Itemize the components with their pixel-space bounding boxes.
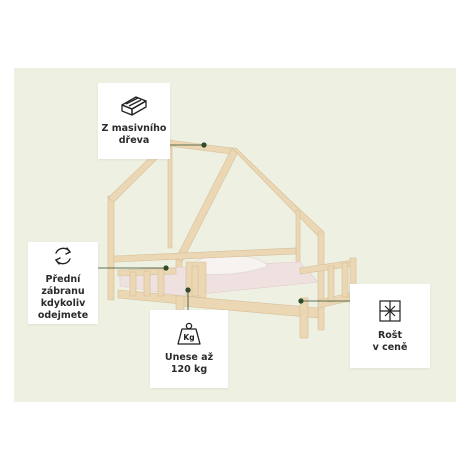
feature-card-solid-wood: Z masivního dřeva — [98, 83, 170, 159]
bed-slat — [327, 265, 335, 303]
feature-wood-line1: Z masivního — [101, 123, 167, 134]
bed-slat — [341, 262, 349, 298]
callout-dot-wood — [201, 142, 207, 148]
bed-back-center-post — [167, 139, 173, 249]
feature-wood-line2: dřeva — [118, 135, 150, 146]
bed-slat — [129, 271, 137, 297]
feature-rail-line1: Přední zábranu — [41, 274, 85, 297]
bed-roof-back-right — [231, 147, 301, 215]
bed-slat — [157, 269, 165, 297]
rotate-arrows-icon — [54, 247, 72, 265]
bed-front-leg — [299, 297, 309, 339]
feature-slats-line2: v ceně — [372, 342, 408, 353]
bed-back-top-rail — [113, 247, 297, 263]
bed-slat — [143, 270, 151, 297]
feature-weight-line1: Unese až — [164, 352, 214, 363]
callout-dot-weight — [185, 287, 191, 293]
feature-card-weight: Kg Unese až 120 kg — [150, 310, 228, 388]
slatted-base-icon — [379, 300, 401, 322]
callout-dot-rail — [163, 265, 169, 271]
bed-front-right-post — [317, 231, 325, 331]
bed-back-right-post — [295, 209, 301, 271]
feature-rail-line2: kdykoliv — [40, 298, 86, 309]
kg-icon-text: Kg — [183, 333, 194, 342]
feature-card-slatted-base: Rošt v ceně — [350, 284, 430, 368]
wood-plank-icon — [121, 96, 147, 116]
bed-roof-ridge — [167, 139, 233, 155]
feature-rail-line3: odejmete — [37, 310, 89, 321]
bed-back-left-post — [107, 195, 115, 301]
callout-dot-slats — [298, 298, 304, 304]
bed-roof-front-left — [175, 147, 239, 263]
feature-weight-line2: 120 kg — [170, 364, 208, 375]
bed-slat — [191, 265, 199, 297]
feature-card-removable-rail: Přední zábranu kdykoliv odejmete — [28, 242, 98, 324]
kg-weight-icon: Kg — [177, 322, 201, 345]
feature-slats-line1: Rošt — [377, 330, 403, 341]
